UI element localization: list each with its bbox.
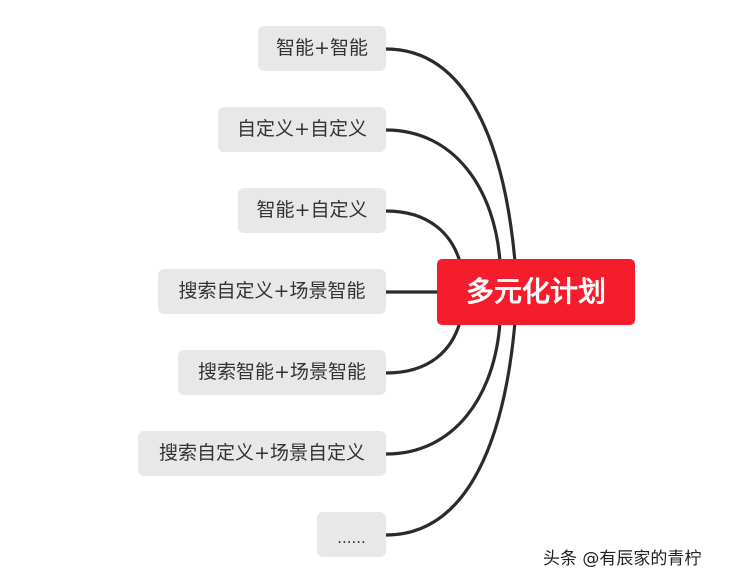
connector-branch-2 (384, 128, 502, 264)
branch-label: 智能+智能 (276, 37, 368, 59)
branch-node-5[interactable]: 搜索智能+场景智能 (178, 350, 386, 395)
branch-node-1[interactable]: 智能+智能 (258, 26, 386, 71)
branch-label: 智能+自定义 (256, 199, 368, 221)
connector-branch-1 (384, 47, 517, 264)
connector-branch-7 (384, 320, 517, 537)
branch-label: ...... (337, 529, 366, 547)
branch-node-3[interactable]: 智能+自定义 (238, 188, 386, 233)
watermark: 头条 @有辰家的青柠 (543, 549, 702, 569)
branch-label: 自定义+自定义 (237, 118, 367, 140)
connector-branch-3 (384, 209, 462, 264)
branch-label: 搜索自定义+场景自定义 (159, 442, 365, 464)
branch-node-2[interactable]: 自定义+自定义 (218, 107, 386, 152)
branch-label: 搜索自定义+场景智能 (178, 280, 366, 302)
branch-node-6[interactable]: 搜索自定义+场景自定义 (138, 431, 386, 476)
branch-node-7[interactable]: ...... (317, 512, 386, 557)
connector-branch-6 (384, 320, 502, 456)
branch-node-4[interactable]: 搜索自定义+场景智能 (158, 269, 386, 314)
root-node[interactable]: 多元化计划 (437, 259, 635, 325)
connector-branch-5 (384, 320, 462, 375)
root-label: 多元化计划 (465, 275, 606, 308)
branch-label: 搜索智能+场景智能 (198, 361, 366, 383)
